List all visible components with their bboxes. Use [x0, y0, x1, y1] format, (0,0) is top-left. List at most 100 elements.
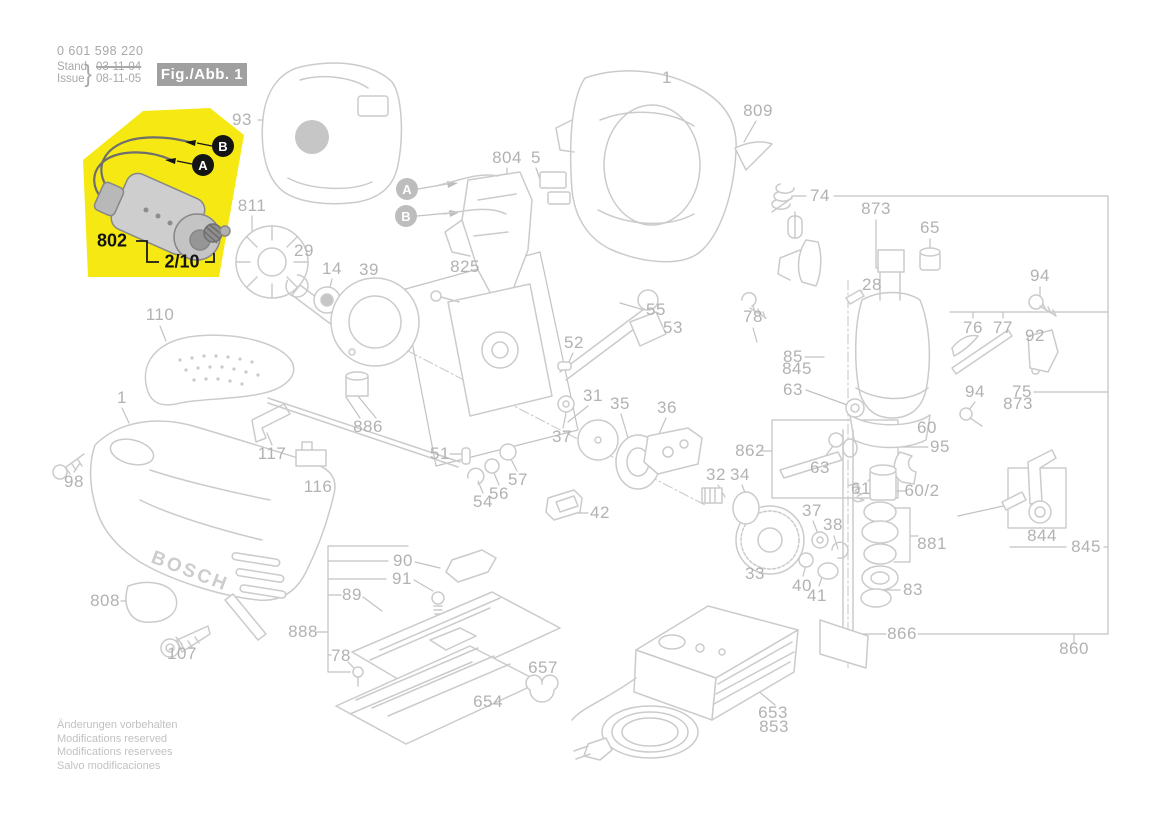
part-label-107: 107 [167, 644, 197, 663]
part-label-32: 32 [706, 465, 726, 484]
part-label-52: 52 [564, 333, 584, 352]
part-label-28: 28 [862, 275, 882, 294]
part-label-63: 63 [783, 380, 803, 399]
part-label-657: 657 [528, 658, 558, 677]
part-label-845: 845 [782, 359, 812, 378]
part-label-811: 811 [237, 196, 267, 215]
callout-arrowheads-dark [165, 140, 196, 164]
part-label-76: 76 [963, 318, 983, 337]
legal-line-es: Salvo modificaciones [57, 759, 161, 772]
highlight-bracket [136, 240, 215, 263]
housing-right-drawing [555, 70, 773, 263]
part-label-860: 860 [1059, 639, 1089, 658]
motor-drawing [93, 136, 231, 263]
part-label-60: 60 [917, 418, 937, 437]
part-label-36: 36 [657, 398, 677, 417]
part-label-654: 654 [473, 692, 503, 711]
order-number: 0 601 598 220 [57, 44, 144, 58]
charger-drawing [571, 605, 799, 761]
legal-line-de: Änderungen vorbehalten [57, 719, 178, 731]
issue-date: 08-11-05 [96, 73, 142, 85]
part-label-74: 74 [810, 186, 830, 205]
issue-label: Issue [57, 73, 85, 85]
callout-b-highlight: B [212, 135, 234, 157]
part-label-83: 83 [903, 580, 923, 599]
part-label-809: 809 [743, 101, 773, 120]
part-label-1: 1 [662, 68, 672, 87]
part-label-65: 65 [920, 218, 940, 237]
callout-b-switch: B [395, 205, 417, 227]
part-label-845: 845 [1071, 537, 1101, 556]
highlight-part-number: 802 [96, 230, 128, 251]
part-label-14: 14 [322, 259, 342, 278]
part-label-34: 34 [730, 465, 750, 484]
part-label-91: 91 [392, 569, 412, 588]
part-label-886: 886 [353, 417, 383, 436]
part-label-75: 75 [1012, 382, 1032, 401]
part-label-117: 117 [257, 444, 287, 463]
legal-line-en: Modifications reserved [57, 732, 168, 745]
part-label-853: 853 [759, 717, 789, 736]
part-label-29: 29 [294, 241, 314, 260]
part-label-881: 881 [917, 534, 947, 553]
stroke-mechanism-drawing [701, 183, 1059, 669]
part-label-92: 92 [1025, 326, 1045, 345]
part-label-94: 94 [1030, 266, 1050, 285]
gear-housing-drawing [430, 283, 553, 485]
part-label-888: 888 [288, 622, 318, 641]
legal-note: Änderungen vorbehalten Modifications res… [57, 719, 177, 773]
part-label-38: 38 [823, 515, 843, 534]
part-label-95: 95 [930, 437, 950, 456]
callout-arrowheads [447, 181, 460, 217]
part-label-844: 844 [1027, 526, 1057, 545]
stand-label: Stand [57, 61, 88, 73]
part-label-89: 89 [342, 585, 362, 604]
callout-a-switch: A [396, 178, 418, 200]
part-label-804: 804 [492, 148, 522, 167]
part-label-94: 94 [965, 382, 985, 401]
counterweight-drawing [545, 289, 703, 521]
part-label-78: 78 [331, 646, 351, 665]
header-brace: } [84, 60, 92, 88]
switch-drawing [435, 171, 571, 297]
part-label-866: 866 [887, 624, 917, 643]
part-label-110: 110 [145, 305, 175, 324]
part-label-61: 61 [851, 479, 871, 498]
stand-date: 03-11-04 [96, 61, 142, 73]
part-label-57: 57 [508, 470, 528, 489]
part-label-862: 862 [735, 441, 765, 460]
part-label-873: 873 [1003, 394, 1033, 413]
handle-grip-drawing [144, 334, 295, 406]
part-label-31: 31 [583, 386, 603, 405]
figure-badge: Fig./Abb. 1 [157, 63, 247, 86]
battery-pack-drawing [261, 62, 403, 205]
part-label-33: 33 [745, 564, 765, 583]
part-label-93: 93 [232, 110, 252, 129]
highlight-page-ref: 2/10 [164, 251, 200, 272]
housing-left-drawing: BOSCH [52, 371, 461, 658]
part-label-85: 85 [783, 347, 803, 366]
part-label-42: 42 [590, 503, 610, 522]
part-label-53: 53 [663, 318, 683, 337]
part-label-116: 116 [303, 477, 333, 496]
part-label-653: 653 [758, 703, 788, 722]
part-label-5: 5 [531, 148, 541, 167]
legal-line-fr: Modifications reservees [57, 746, 173, 758]
part-label-41: 41 [807, 586, 827, 605]
part-label-39: 39 [359, 260, 379, 279]
part-label-40: 40 [792, 576, 812, 595]
part-label-90: 90 [393, 551, 413, 570]
part-label-35: 35 [610, 394, 630, 413]
fan-and-bearing-drawing [235, 225, 420, 367]
part-label-873: 873 [861, 199, 891, 218]
callout-a-highlight: A [192, 154, 214, 176]
part-label-37: 37 [552, 427, 572, 446]
part-label-56: 56 [489, 484, 509, 503]
part-label-51: 51 [430, 444, 450, 463]
part-label-77: 77 [993, 318, 1013, 337]
part-label-98: 98 [64, 472, 84, 491]
part-label-60-2: 60/2 [904, 481, 940, 500]
part-label-37: 37 [802, 501, 822, 520]
